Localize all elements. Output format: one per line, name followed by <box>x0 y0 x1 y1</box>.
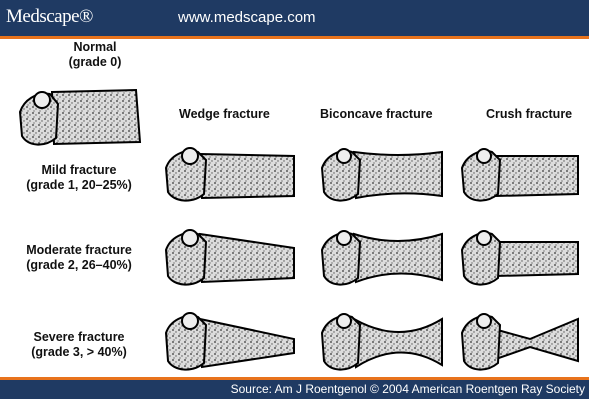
header-bar: Medscape® www.medscape.com <box>0 0 589 39</box>
vertebra-moderate-wedge <box>160 222 300 290</box>
vertebra-normal <box>14 82 144 152</box>
vertebra-severe-biconcave <box>318 305 448 375</box>
column-header-biconcave: Biconcave fracture <box>320 107 433 121</box>
vertebra-moderate-crush <box>458 222 583 290</box>
medscape-logo: Medscape® <box>6 6 93 28</box>
row-label-moderate: Moderate fracture (grade 2, 26–40%) <box>4 243 154 273</box>
source-credit: Source: Am J Roentgenol © 2004 American … <box>231 382 585 396</box>
site-url: www.medscape.com <box>178 9 316 26</box>
row-label-severe: Severe fracture (grade 3, > 40%) <box>4 330 154 360</box>
vertebra-severe-wedge <box>160 305 300 375</box>
vertebra-moderate-biconcave <box>318 222 448 290</box>
vertebra-severe-crush <box>458 305 583 375</box>
vertebra-mild-crush <box>458 140 583 205</box>
row-label-mild: Mild fracture (grade 1, 20–25%) <box>4 163 154 193</box>
vertebra-mild-biconcave <box>318 140 448 205</box>
column-header-wedge: Wedge fracture <box>179 107 270 121</box>
column-header-crush: Crush fracture <box>486 107 572 121</box>
vertebra-mild-wedge <box>160 140 300 205</box>
row-label-normal: Normal (grade 0) <box>40 40 150 70</box>
